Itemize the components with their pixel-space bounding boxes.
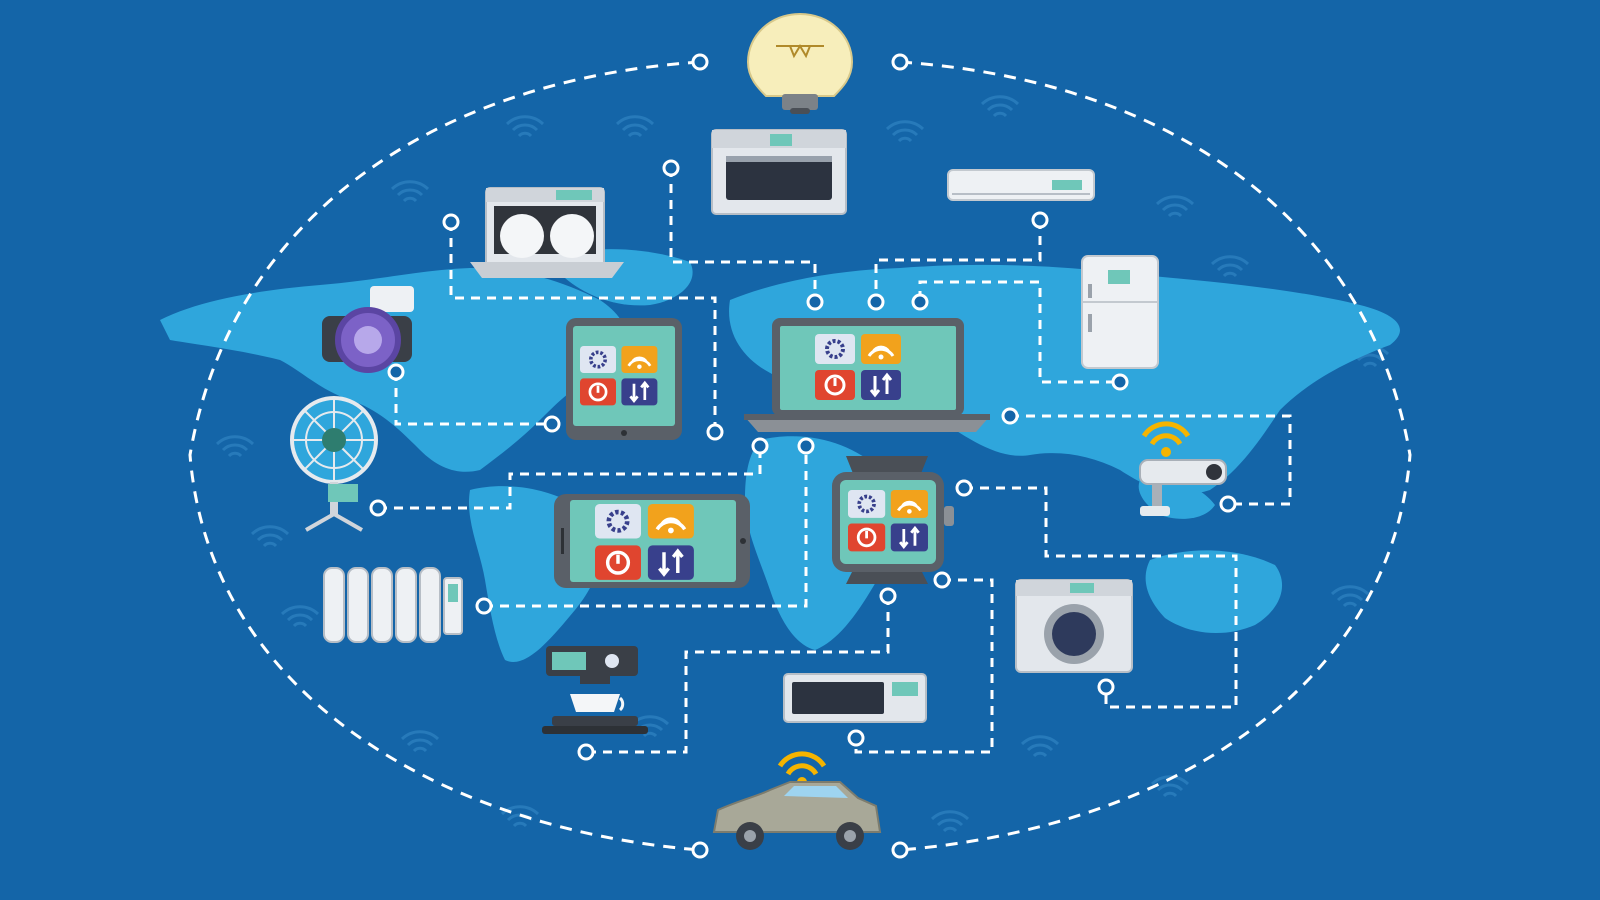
smartwatch-icon [832,456,954,584]
oven-icon [712,130,846,214]
washing-machine-icon [1016,580,1132,672]
air-conditioner-icon [948,170,1094,200]
tablet-icon [554,494,750,588]
dishwasher-icon [470,188,624,278]
microwave-icon [784,674,926,722]
tablet-icon [566,318,682,440]
refrigerator-icon [1082,256,1158,368]
laptop-icon [744,318,990,432]
